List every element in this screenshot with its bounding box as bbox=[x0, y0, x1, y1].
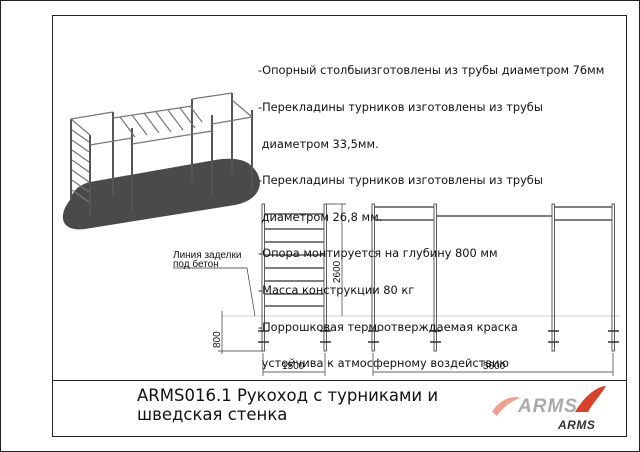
drawing-frame bbox=[52, 15, 627, 437]
spec-line: устойчива к атмосферному воздействию bbox=[258, 356, 509, 371]
spec-line: -Опора монтируется на глубину 800 мм bbox=[258, 246, 498, 261]
title-block-divider bbox=[52, 380, 627, 381]
monkey-bars-elevation bbox=[368, 203, 619, 352]
spec-line: диаметром 26,8 мм. bbox=[258, 209, 383, 224]
spec-line: -Опорный столбыизготовлены из трубы диам… bbox=[258, 63, 605, 78]
spec-line: -Перекладины турников изготовлены из тру… bbox=[258, 173, 543, 188]
spec-line: диаметром 33,5мм. bbox=[258, 136, 379, 151]
product-title: ARMS016.1 Рукоход с турниками и шведская… bbox=[137, 386, 438, 424]
spec-line: -Масса конструкции 80 кг bbox=[258, 283, 415, 298]
specifications-list: -Опорный столбыизготовлены из трубы диам… bbox=[258, 40, 604, 394]
arms-logo-text: ARMS bbox=[518, 396, 578, 417]
title-line-2: шведская стенка bbox=[137, 405, 288, 424]
render-3d bbox=[62, 92, 260, 230]
dim-height-label: 2600 bbox=[332, 260, 343, 283]
dimension-lines bbox=[173, 203, 614, 376]
dim-depth-label: 800 bbox=[212, 331, 223, 348]
arms-logo-mark bbox=[492, 386, 606, 416]
spec-line: -Поррошковая термоотверждаемая краска bbox=[258, 319, 518, 334]
spec-line: -Перекладины турников изготовлены из тру… bbox=[258, 100, 543, 115]
dim-width-left-label: 1500 bbox=[282, 361, 305, 372]
title-line-1: ARMS016.1 Рукоход с турниками и bbox=[137, 386, 439, 405]
concrete-line-label-1: Линия заделки bbox=[173, 250, 241, 261]
dim-width-right-label: 5600 bbox=[483, 361, 506, 372]
wall-bars-elevation bbox=[258, 203, 331, 352]
concrete-line-label-2: под бетон bbox=[173, 258, 219, 270]
arms-logo-subtext: ARMS bbox=[558, 418, 596, 432]
rubber-platform bbox=[62, 158, 260, 230]
